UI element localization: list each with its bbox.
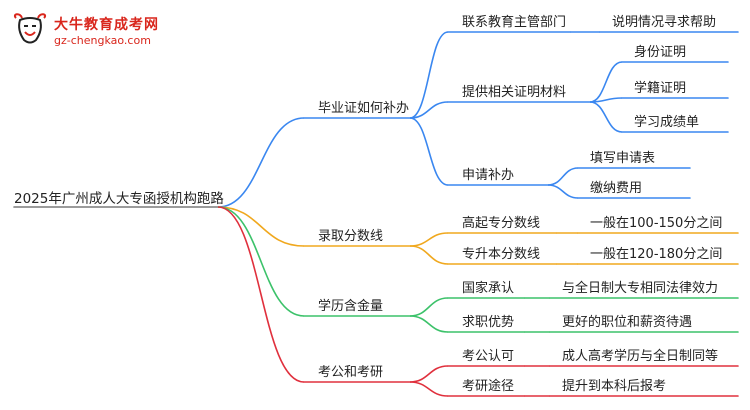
branch-connector (217, 117, 305, 208)
detail-connector (547, 167, 579, 186)
branch-topic: 考公和考研 (318, 365, 383, 380)
logo-url: gz-chengkao.com (54, 34, 151, 47)
detail-leaf: 提升到本科后报考 (562, 378, 666, 394)
detail-leaf: 身份证明 (634, 44, 686, 60)
subtopic: 联系教育主管部门 (462, 14, 566, 30)
subtopic-connector (409, 232, 449, 247)
branch-connector (217, 206, 305, 383)
subtopic-connector (409, 245, 449, 265)
subtopic-connector (409, 117, 449, 186)
site-logo: 大牛教育成考网 gz-chengkao.com (8, 6, 198, 58)
root-topic: 2025年广州成人大专函授机构跑路 (14, 191, 224, 207)
subtopic-connector (409, 297, 449, 317)
branch-connector (217, 206, 305, 317)
detail-leaf: 学籍证明 (634, 80, 686, 96)
branch-topic: 学历含金量 (318, 298, 383, 314)
detail-connector (589, 101, 623, 133)
detail-leaf: 填写申请表 (590, 151, 655, 166)
detail-leaf: 缴纳费用 (590, 181, 642, 196)
subtopic-connector (409, 365, 449, 383)
bull-logo-icon (13, 13, 47, 44)
detail-leaf: 更好的职位和薪资待遇 (562, 314, 692, 330)
logo-title: 大牛教育成考网 (54, 17, 159, 33)
subtopic: 提供相关证明材料 (462, 84, 566, 100)
subtopic: 国家承认 (462, 280, 514, 296)
subtopic-connector (409, 101, 449, 119)
subtopic: 专升本分数线 (462, 247, 540, 262)
subtopic: 考公认可 (462, 349, 514, 364)
subtopic: 考研途径 (462, 378, 514, 394)
branch-topic: 毕业证如何补办 (318, 100, 409, 116)
branch-topic: 录取分数线 (318, 229, 383, 244)
detail-leaf: 说明情况寻求帮助 (612, 15, 716, 30)
detail-leaf: 一般在100-150分之间 (590, 215, 722, 231)
mind-map-nodes: 2025年广州成人大专函授机构跑路 毕业证如何补办 联系教育主管部门 说明情况寻求帮助… (14, 14, 722, 394)
detail-leaf: 一般在120-180分之间 (590, 246, 722, 262)
detail-connector (589, 61, 623, 103)
detail-leaf: 学习成绩单 (634, 114, 699, 130)
subtopic-connector (409, 31, 449, 119)
subtopic-connector (409, 381, 449, 397)
subtopic-connector (409, 315, 449, 333)
subtopic: 申请补办 (462, 168, 514, 183)
detail-connector (547, 184, 579, 199)
detail-leaf: 成人高考学历与全日制同等 (562, 348, 718, 364)
mind-map-edges (13, 31, 739, 397)
subtopic: 求职优势 (462, 314, 514, 330)
subtopic: 高起专分数线 (462, 215, 540, 231)
branch-connector (217, 206, 305, 247)
detail-leaf: 与全日制大专相同法律效力 (562, 280, 718, 296)
